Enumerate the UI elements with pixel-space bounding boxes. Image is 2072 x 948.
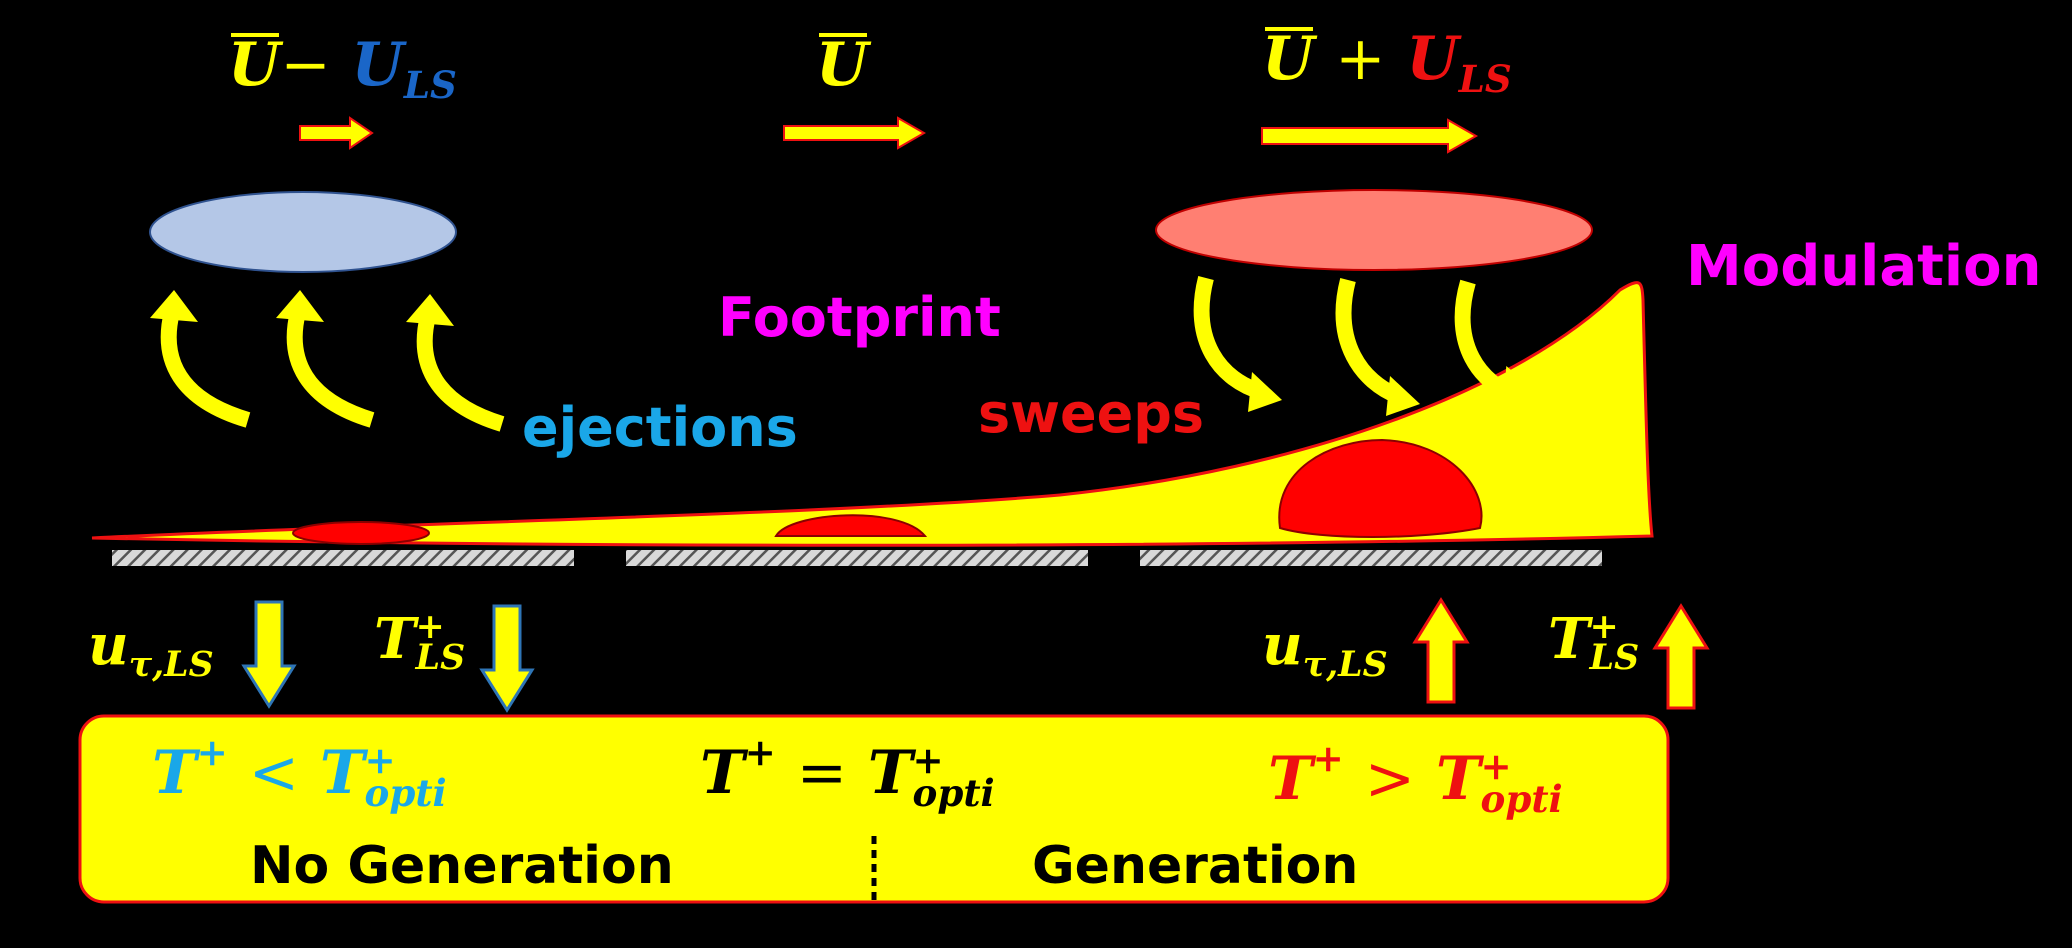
fast-velocity-arrow xyxy=(1261,118,1479,154)
regime-right-expression: T+ > T+opti xyxy=(1268,736,1563,822)
slow-velocity-arrow xyxy=(299,116,374,150)
regime-middle-expression: T+ = T+opti xyxy=(700,730,995,816)
regime-left-expression: T+ < T+opti xyxy=(152,730,447,816)
large-streak-spot-right xyxy=(1278,438,1483,538)
slow-velocity-label: U− ULS xyxy=(228,30,457,108)
no-generation-label: No Generation xyxy=(250,836,674,896)
ejection-curved-arrow-icon xyxy=(276,290,375,428)
near-wall-layer xyxy=(91,281,1654,547)
small-streak-spot-middle xyxy=(774,514,928,537)
fast-velocity-label: U + ULS xyxy=(1262,24,1512,102)
low-speed-structure-ellipse xyxy=(149,191,457,273)
sweep-curved-arrow-icon xyxy=(1454,279,1550,428)
tls-up-arrow-icon xyxy=(1652,603,1710,710)
wall-segment-right xyxy=(1140,550,1602,566)
sweep-curved-arrow-icon xyxy=(1193,276,1282,412)
ejection-curved-arrow-icon xyxy=(150,290,251,428)
generation-label: Generation xyxy=(1032,836,1359,896)
footprint-label: Footprint xyxy=(718,286,1001,349)
regime-box xyxy=(78,714,1670,904)
modulation-label: Modulation xyxy=(1686,234,2042,299)
ejections-label: ejections xyxy=(522,396,798,459)
small-streak-spot-left xyxy=(292,521,430,545)
utau-ls-right-label: uτ,LS xyxy=(1262,612,1388,686)
high-speed-structure-ellipse xyxy=(1155,189,1593,271)
wall-segment-middle xyxy=(626,550,1088,566)
sweep-curved-arrow-icon xyxy=(1335,278,1420,416)
utau-up-arrow-icon xyxy=(1412,597,1470,704)
t-ls-left-label: T+LS xyxy=(374,606,466,679)
wall-segment-left xyxy=(112,550,574,566)
utau-down-arrow-icon xyxy=(241,600,297,709)
utau-ls-left-label: uτ,LS xyxy=(88,612,214,686)
tls-down-arrow-icon xyxy=(479,604,535,713)
mean-velocity-label: U xyxy=(816,30,869,100)
mean-velocity-arrow xyxy=(783,116,927,150)
t-ls-right-label: T+LS xyxy=(1548,606,1640,679)
ejection-curved-arrow-icon xyxy=(406,294,505,432)
sweeps-label: sweeps xyxy=(978,382,1205,445)
